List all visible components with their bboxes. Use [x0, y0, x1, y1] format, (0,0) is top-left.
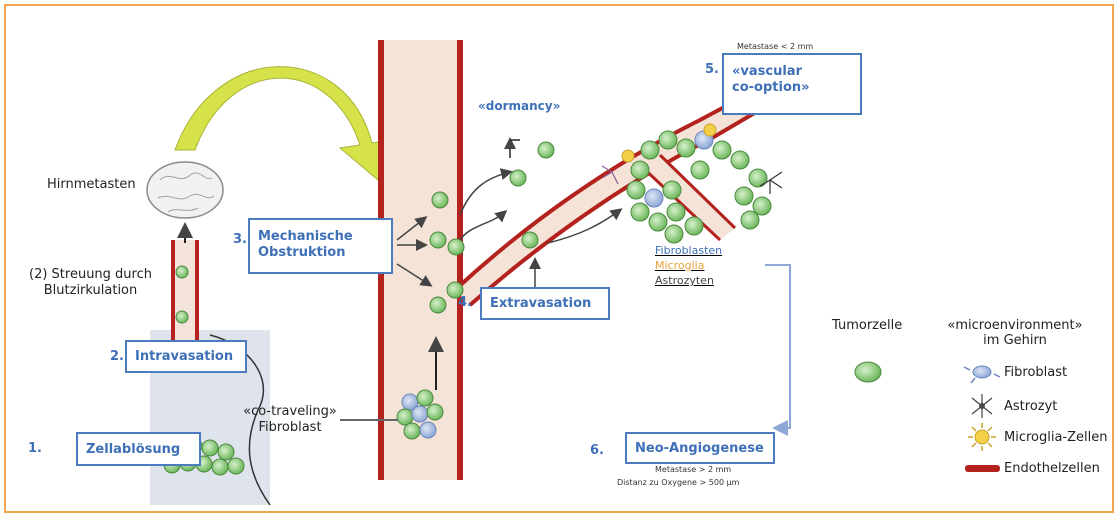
endothelial-icon — [965, 465, 1000, 472]
tumor-cell — [176, 266, 188, 278]
legend-microglia: Microglia-Zellen — [1004, 430, 1108, 445]
step-3-label-line1: Mechanische — [258, 229, 383, 245]
step-1-box: Zellablösung — [76, 432, 201, 466]
astrocyte-icon — [972, 394, 992, 418]
tumor-cell — [430, 297, 446, 313]
legend-endothelzellen: Endothelzellen — [1004, 461, 1100, 476]
tumor-cell — [510, 170, 526, 186]
legend-astrozyt: Astrozyt — [1004, 399, 1057, 414]
fibroblast-icon — [964, 366, 1000, 383]
cell-type-list: Fibroblasten Microglia Astrozyten — [655, 243, 722, 288]
step-2-number: 2. — [110, 349, 124, 364]
tumor-cell — [432, 192, 448, 208]
step-5-label-line1: «vascular — [732, 64, 852, 80]
step-4-number: 4. — [458, 295, 472, 310]
co-traveling-label: «co-traveling» Fibroblast — [238, 404, 342, 436]
step-4-label: Extravasation — [490, 296, 600, 312]
metastase-small-label: Metastase < 2 mm — [737, 42, 813, 51]
co-traveling-line1: «co-traveling» — [238, 404, 342, 420]
microglia-icon — [968, 423, 996, 451]
dissemination-arrow-icon — [175, 67, 392, 180]
dormancy-label: «dormancy» — [478, 98, 560, 114]
co-traveling-line2: Fibroblast — [238, 420, 342, 436]
cell-list-microglia: Microglia — [655, 258, 722, 273]
tumor-cell — [448, 239, 464, 255]
tumor-cell — [176, 311, 188, 323]
tumor-cell-legend-icon — [855, 362, 881, 382]
streuung-line2: Blutzirkulation — [18, 283, 163, 299]
hirnmetasten-label: Hirnmetasten — [47, 177, 136, 193]
tumor-cell — [430, 232, 446, 248]
cell-list-astrozyten: Astrozyten — [655, 273, 722, 288]
tumor-cell — [522, 232, 538, 248]
step-1-label: Zellablösung — [86, 442, 191, 458]
step-6-number: 6. — [590, 443, 604, 458]
cell-list-fibroblasten: Fibroblasten — [655, 243, 722, 258]
step-2-label: Intravasation — [135, 349, 237, 365]
distanz-label: Distanz zu Oxygene > 500 µm — [617, 478, 739, 487]
step-6-label: Neo-Angiogenese — [635, 441, 765, 457]
step-5-number: 5. — [705, 62, 719, 77]
tumor-cell — [538, 142, 554, 158]
small-vessel — [172, 240, 198, 340]
legend-tumorzelle: Tumorzelle — [832, 318, 902, 333]
legend-fibroblast: Fibroblast — [1004, 365, 1067, 380]
step-3-box: Mechanische Obstruktion — [248, 218, 393, 274]
step-1-number: 1. — [28, 441, 42, 456]
legend-microenvironment-line2: im Gehirn — [930, 333, 1100, 348]
legend-microenvironment: «microenvironment» im Gehirn — [930, 318, 1100, 348]
legend-microenvironment-line1: «microenvironment» — [930, 318, 1100, 333]
metastase-large-label: Metastase > 2 mm — [655, 465, 731, 474]
step-3-number: 3. — [233, 232, 247, 247]
step-5-label-line2: co-option» — [732, 80, 852, 96]
step-2-box: Intravasation — [125, 340, 247, 373]
step-6-box: Neo-Angiogenese — [625, 432, 775, 464]
angiogenesis-arrow — [765, 265, 790, 428]
streuung-line1: (2) Streuung durch — [18, 267, 163, 283]
streuung-label: (2) Streuung durch Blutzirkulation — [18, 267, 163, 299]
step-4-box: Extravasation — [480, 287, 610, 320]
step-5-box: «vascular co-option» — [722, 53, 862, 115]
step-3-label-line2: Obstruktion — [258, 245, 383, 261]
brain-icon — [147, 162, 223, 218]
